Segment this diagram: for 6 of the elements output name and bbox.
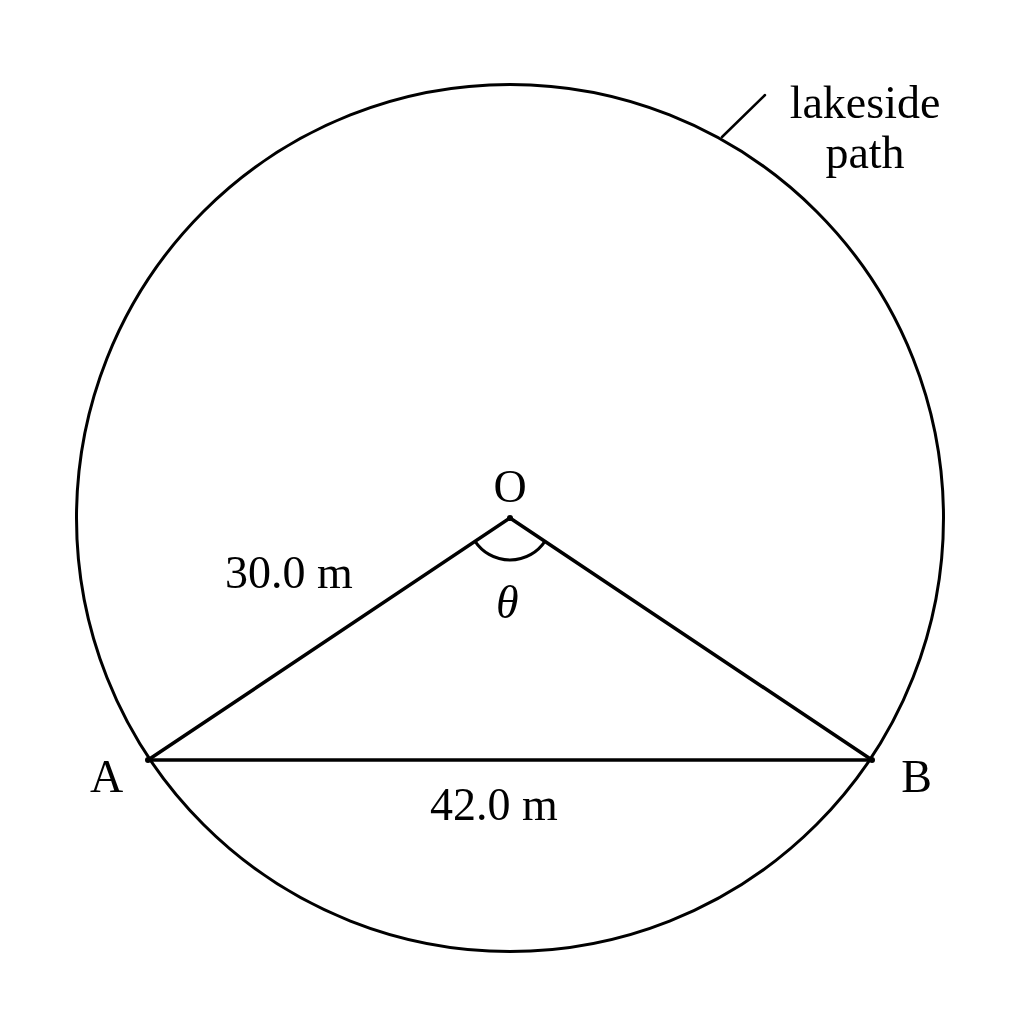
triangle-side bbox=[720, 93, 767, 139]
callout-label: lakeside path bbox=[765, 78, 965, 178]
angle-label: θ bbox=[496, 578, 519, 628]
vertex-label: A bbox=[90, 752, 156, 810]
vertex-label: O bbox=[462, 462, 558, 566]
vertex-label: B bbox=[864, 752, 932, 810]
